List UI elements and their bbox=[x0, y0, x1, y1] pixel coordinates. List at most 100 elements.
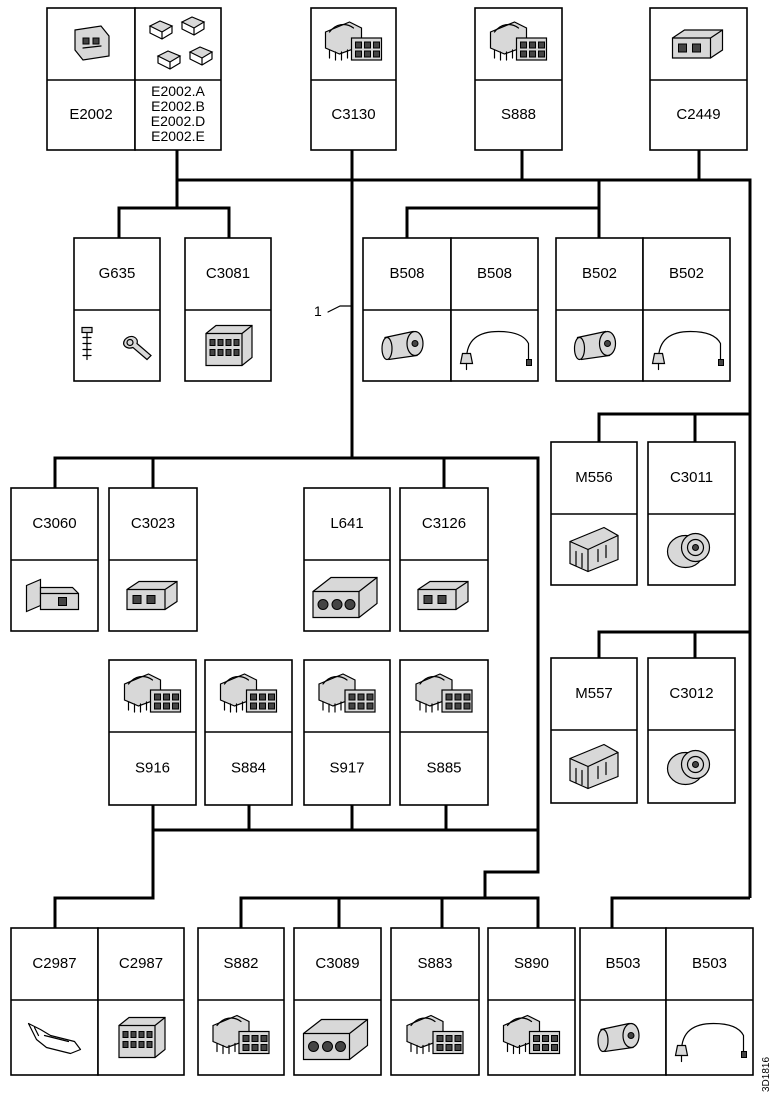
switch-connector-icon bbox=[219, 673, 278, 713]
component-label: M556 bbox=[575, 469, 613, 486]
component-s884: S884 bbox=[204, 659, 293, 806]
component-e2002: E2002 bbox=[46, 7, 136, 151]
component-label: B508 bbox=[389, 265, 424, 282]
component-label: C3012 bbox=[669, 685, 713, 702]
component-label: S883 bbox=[417, 955, 452, 972]
switch-connector-icon bbox=[123, 673, 182, 713]
connector-block-icon bbox=[417, 580, 469, 611]
component-label: C3126 bbox=[422, 515, 466, 532]
reference-number: 1 bbox=[314, 303, 322, 319]
component-label: G635 bbox=[99, 265, 136, 282]
component-label: M557 bbox=[575, 685, 613, 702]
component-label: E2002.B bbox=[151, 98, 205, 114]
component-label: L641 bbox=[330, 515, 363, 532]
component-b508b: B508 bbox=[450, 237, 539, 382]
motor-connector-icon bbox=[569, 526, 619, 573]
component-c2987a: C2987 bbox=[10, 927, 99, 1076]
wire-segment bbox=[239, 896, 540, 928]
component-c3011: C3011 bbox=[647, 441, 736, 586]
sensor-icon bbox=[573, 330, 617, 361]
component-label: B502 bbox=[582, 265, 617, 282]
wire-segment bbox=[610, 896, 750, 928]
component-c3012: C3012 bbox=[647, 657, 736, 804]
wire-segment bbox=[175, 150, 752, 898]
component-label: C3023 bbox=[131, 515, 175, 532]
component-c3130: C3130 bbox=[310, 7, 397, 151]
lamp-connector-icon bbox=[302, 1018, 369, 1061]
switch-connector-icon bbox=[318, 673, 376, 713]
terminal-icon bbox=[27, 1022, 82, 1055]
component-frame bbox=[10, 927, 99, 1076]
wire-harness bbox=[53, 150, 752, 928]
component-s883: S883 bbox=[390, 927, 480, 1076]
component-label: S888 bbox=[501, 106, 536, 123]
component-s888: S888 bbox=[474, 7, 563, 151]
component-l641: L641 bbox=[303, 487, 391, 632]
component-c2987b: C2987 bbox=[97, 927, 185, 1076]
round-connector-icon bbox=[666, 532, 711, 569]
connector-block-icon bbox=[126, 580, 178, 611]
round-connector-icon bbox=[666, 749, 711, 786]
component-label: E2002 bbox=[69, 106, 112, 123]
component-label: S885 bbox=[426, 759, 461, 776]
component-m556: M556 bbox=[550, 441, 638, 586]
component-label: B502 bbox=[669, 265, 704, 282]
drawing-number: 3D1816 bbox=[761, 1057, 772, 1092]
component-c3081: C3081 bbox=[184, 237, 272, 382]
switch-connector-icon bbox=[212, 1014, 270, 1055]
component-frame bbox=[649, 7, 748, 151]
lamp-connector-icon bbox=[312, 576, 378, 619]
component-c2449: C2449 bbox=[649, 7, 748, 151]
component-s917: S917 bbox=[303, 659, 391, 806]
wire-segment bbox=[405, 206, 601, 238]
sensor-icon bbox=[381, 330, 424, 361]
component-label: C3089 bbox=[315, 955, 359, 972]
component-b503b: B503 bbox=[665, 927, 754, 1076]
component-label: C2987 bbox=[119, 955, 163, 972]
component-frame bbox=[134, 7, 222, 151]
switch-connector-icon bbox=[502, 1014, 561, 1055]
motor-connector-icon bbox=[569, 743, 619, 790]
component-label: C3011 bbox=[670, 469, 713, 486]
component-c3023: C3023 bbox=[108, 487, 198, 632]
component-c3126: C3126 bbox=[399, 487, 489, 632]
component-s890: S890 bbox=[487, 927, 576, 1076]
connector-block-icon bbox=[671, 29, 724, 59]
annotations: 1 3D1816 bbox=[314, 303, 772, 1092]
component-c3089: C3089 bbox=[293, 927, 382, 1076]
wire-segment bbox=[53, 830, 155, 928]
plug-connector-icon bbox=[25, 578, 80, 613]
component-label: C2987 bbox=[32, 955, 76, 972]
component-label: C3081 bbox=[206, 265, 250, 282]
reference-leader-line bbox=[327, 305, 353, 313]
wire-segment bbox=[151, 805, 538, 832]
switch-connector-icon bbox=[415, 673, 473, 713]
component-label: S917 bbox=[329, 759, 364, 776]
component-b502b: B502 bbox=[642, 237, 731, 382]
component-label: C2449 bbox=[676, 106, 720, 123]
sensor-icon bbox=[597, 1022, 640, 1053]
component-label: B508 bbox=[477, 265, 512, 282]
component-label: B503 bbox=[605, 955, 640, 972]
component-label: E2002.A bbox=[151, 83, 205, 99]
sensor-lead-icon bbox=[651, 330, 724, 371]
wire-segment bbox=[53, 456, 540, 898]
multi-pin-connector-icon bbox=[205, 324, 253, 367]
component-c3060: C3060 bbox=[10, 487, 99, 632]
switch-connector-icon bbox=[489, 21, 548, 61]
component-label: E2002.D bbox=[151, 113, 205, 129]
component-s885: S885 bbox=[399, 659, 489, 806]
component-s916: S916 bbox=[108, 659, 197, 806]
sensor-lead-icon bbox=[459, 330, 532, 371]
wire-segment bbox=[597, 412, 750, 442]
component-s882: S882 bbox=[197, 927, 285, 1076]
component-label: C3130 bbox=[331, 106, 375, 123]
component-b508a: B508 bbox=[362, 237, 452, 382]
component-frame bbox=[579, 927, 667, 1076]
switch-connector-icon bbox=[324, 21, 383, 61]
component-label: S882 bbox=[223, 955, 258, 972]
component-label: S890 bbox=[514, 955, 549, 972]
sensor-lead-icon bbox=[674, 1022, 747, 1063]
